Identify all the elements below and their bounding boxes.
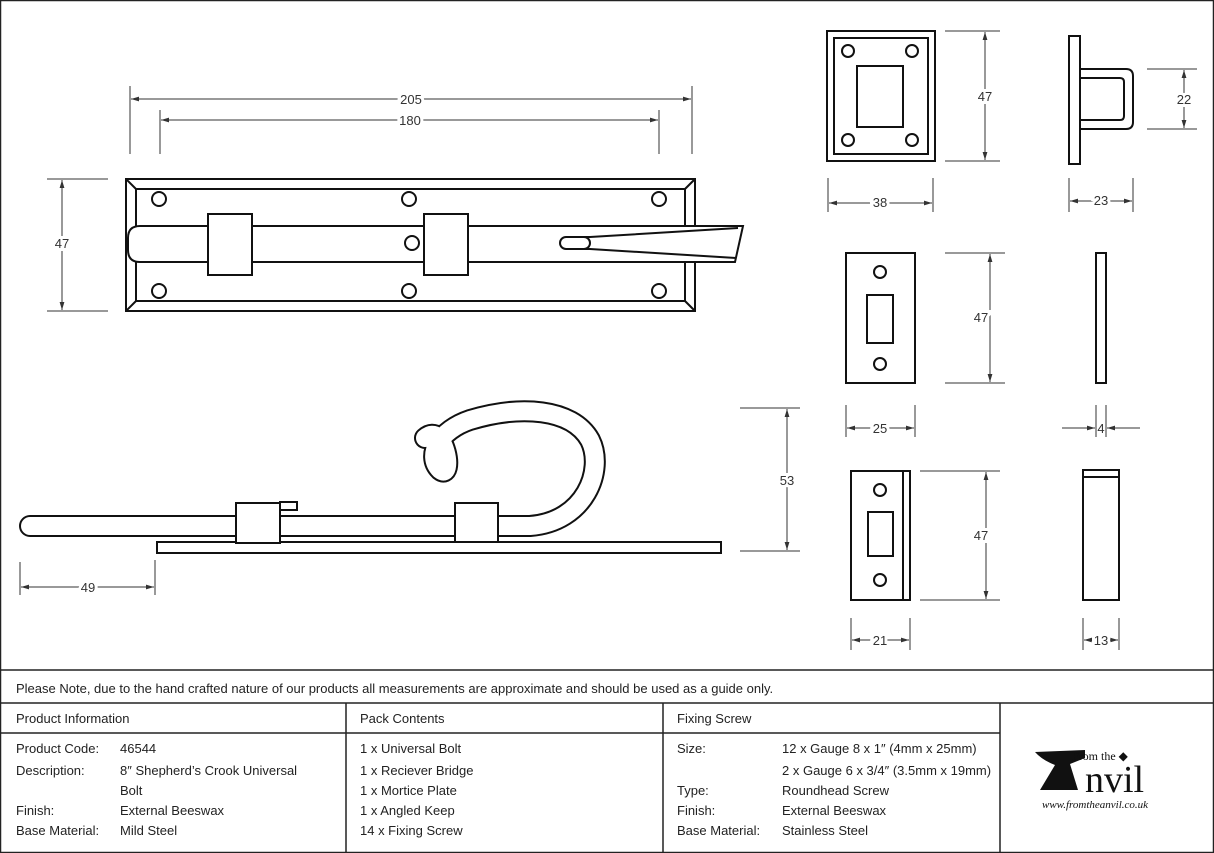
info-label: Base Material: xyxy=(677,823,761,838)
dim-53: 53 xyxy=(780,473,794,488)
pack-item: 1 x Universal Bolt xyxy=(360,741,462,756)
pack-contents-title: Pack Contents xyxy=(360,711,445,726)
receiver-bridge-front xyxy=(826,30,936,162)
base-material: Mild Steel xyxy=(120,823,178,838)
pack-item: 14 x Fixing Screw xyxy=(360,823,463,838)
svg-text:From the ◆: From the ◆ xyxy=(1072,749,1129,763)
dim-205: 205 xyxy=(400,92,422,107)
info-table-grid xyxy=(0,669,1214,853)
angled-keep xyxy=(850,469,1120,601)
svg-text:www.fromtheanvil.co.uk: www.fromtheanvil.co.uk xyxy=(1042,799,1149,811)
info-label: Base Material: xyxy=(16,823,100,838)
bolt-side-view xyxy=(19,400,722,554)
dim-47-bolt: 47 xyxy=(55,236,69,251)
screw-size-2: 2 x Gauge 6 x 3/4″ (3.5mm x 19mm) xyxy=(782,763,992,778)
bolt-top-view xyxy=(125,178,745,312)
description-cont: Bolt xyxy=(120,783,143,798)
pack-item: 1 x Angled Keep xyxy=(360,803,455,818)
dim-47-bridge: 47 xyxy=(978,89,992,104)
description: 8″ Shepherd’s Crook Universal xyxy=(120,763,298,778)
from-the-anvil-logo: From the ◆ nvil www.fromtheanvil.co.uk xyxy=(1035,749,1149,811)
info-label: Size: xyxy=(677,741,706,756)
dim-21: 21 xyxy=(873,633,887,648)
info-label: Description: xyxy=(16,763,85,778)
dim-38: 38 xyxy=(873,195,887,210)
info-label: Finish: xyxy=(677,803,716,818)
screw-type: Roundhead Screw xyxy=(782,783,889,798)
product-code: 46544 xyxy=(120,741,157,756)
dim-23: 23 xyxy=(1094,193,1108,208)
pack-item: 1 x Reciever Bridge xyxy=(360,763,474,778)
screw-finish: External Beeswax xyxy=(782,803,887,818)
finish: External Beeswax xyxy=(120,803,225,818)
dim-47-keep: 47 xyxy=(974,528,988,543)
product-information-title: Product Information xyxy=(16,711,130,726)
screw-material: Stainless Steel xyxy=(782,823,868,838)
dim-25: 25 xyxy=(873,421,887,436)
info-label: Product Code: xyxy=(16,741,100,756)
info-label: Finish: xyxy=(16,803,55,818)
dim-22: 22 xyxy=(1177,92,1191,107)
receiver-bridge-side xyxy=(1068,35,1134,165)
dim-4: 4 xyxy=(1097,421,1104,436)
mortice-plate xyxy=(845,252,1107,384)
dim-47-mortice: 47 xyxy=(974,310,988,325)
disclaimer-note: Please Note, due to the hand crafted nat… xyxy=(16,681,774,696)
screw-size: 12 x Gauge 8 x 1″ (4mm x 25mm) xyxy=(782,741,977,756)
dim-13: 13 xyxy=(1094,633,1108,648)
fixing-screw-title: Fixing Screw xyxy=(677,711,752,726)
info-label: Type: xyxy=(677,783,709,798)
pack-item: 1 x Mortice Plate xyxy=(360,783,457,798)
dim-49: 49 xyxy=(81,580,95,595)
dim-180: 180 xyxy=(399,113,421,128)
svg-text:nvil: nvil xyxy=(1085,759,1144,801)
